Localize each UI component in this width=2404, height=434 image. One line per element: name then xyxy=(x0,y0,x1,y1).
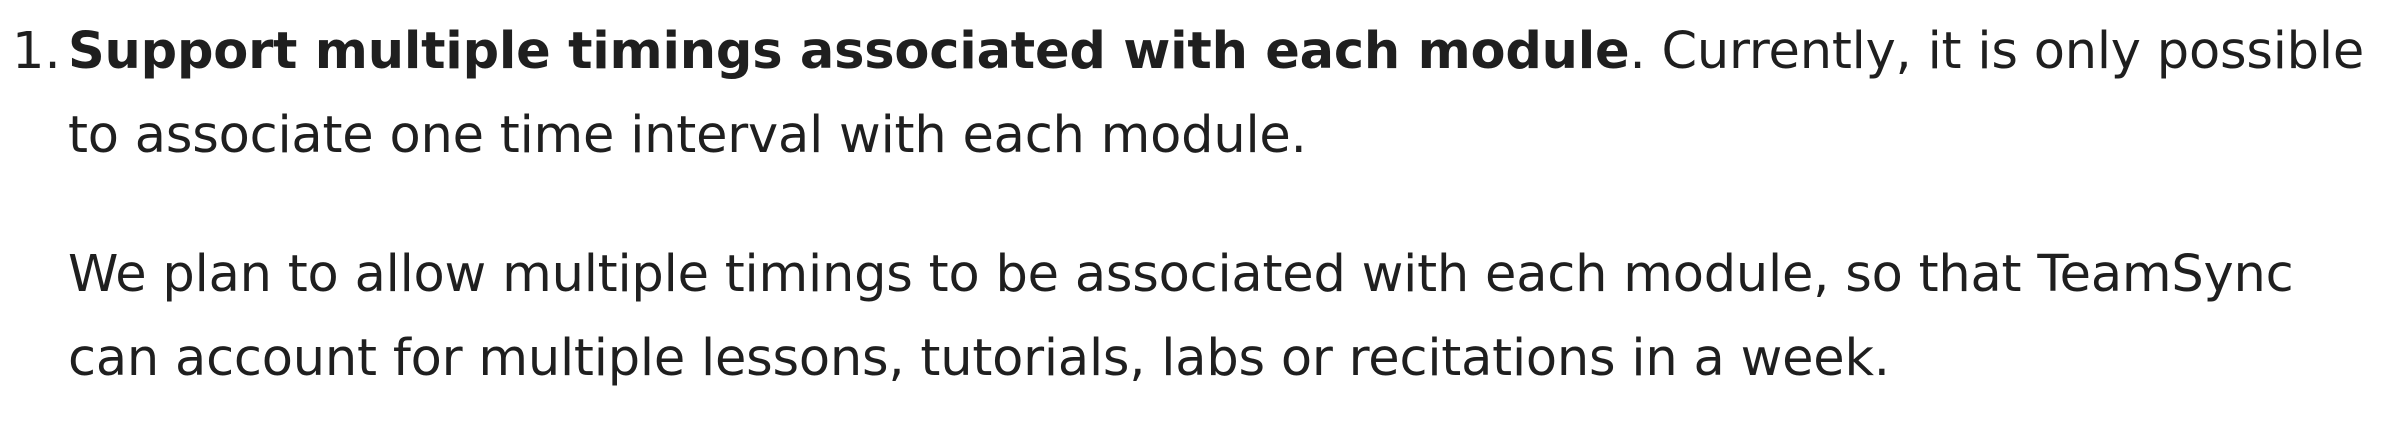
list-item-body: Support multiple timings associated with… xyxy=(68,10,2392,401)
item-heading: Support multiple timings associated with… xyxy=(68,22,1630,81)
list-item: 1. Support multiple timings associated w… xyxy=(12,10,2392,401)
item-heading-trail: . Currently, it is only possible to asso… xyxy=(68,22,2365,165)
list-item-number: 1. xyxy=(12,22,61,81)
intro-paragraph: Support multiple timings associated with… xyxy=(68,10,2392,178)
detail-paragraph: We plan to allow multiple timings to be … xyxy=(68,245,2294,388)
